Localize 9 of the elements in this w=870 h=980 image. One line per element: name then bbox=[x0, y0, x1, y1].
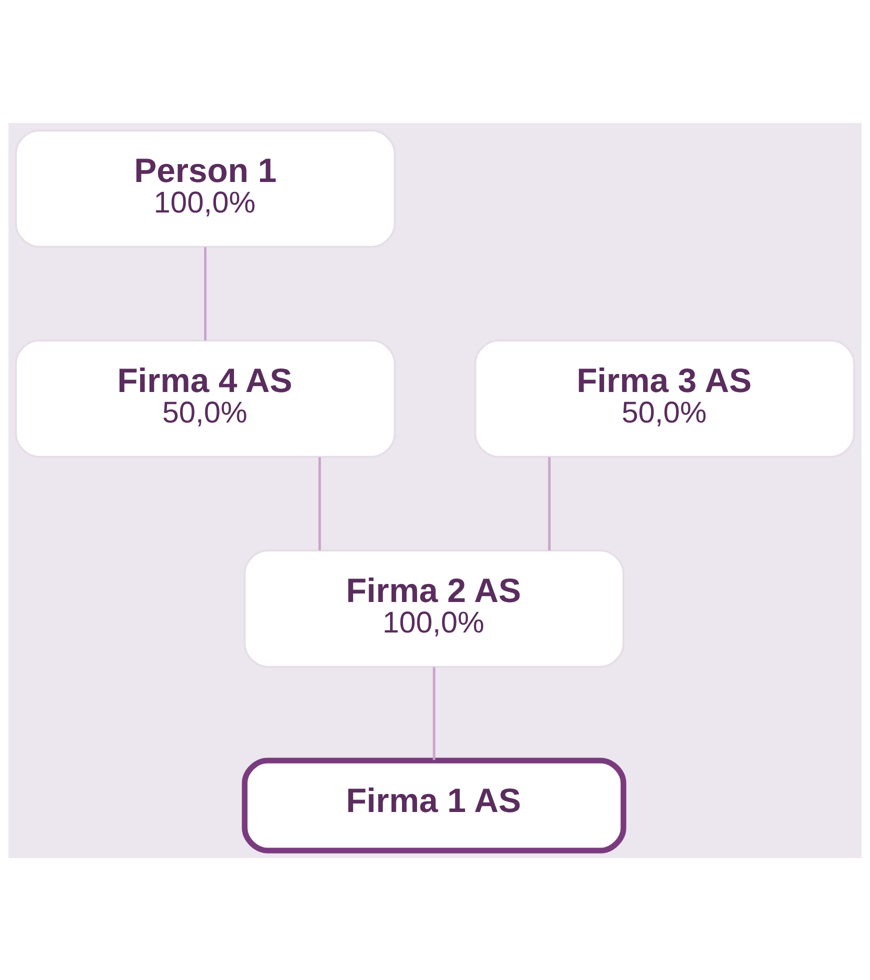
connector bbox=[548, 456, 551, 550]
node-box: Person 1 100,0% bbox=[15, 129, 396, 248]
node-box: Firma 4 AS 50,0% bbox=[15, 339, 396, 458]
node-box: Firma 1 AS bbox=[242, 757, 626, 853]
connector bbox=[204, 246, 207, 340]
connector bbox=[432, 666, 436, 760]
node-box: Firma 3 AS 50,0% bbox=[474, 339, 855, 458]
node-box: Firma 2 AS 100,0% bbox=[244, 549, 624, 668]
connector bbox=[318, 456, 321, 550]
